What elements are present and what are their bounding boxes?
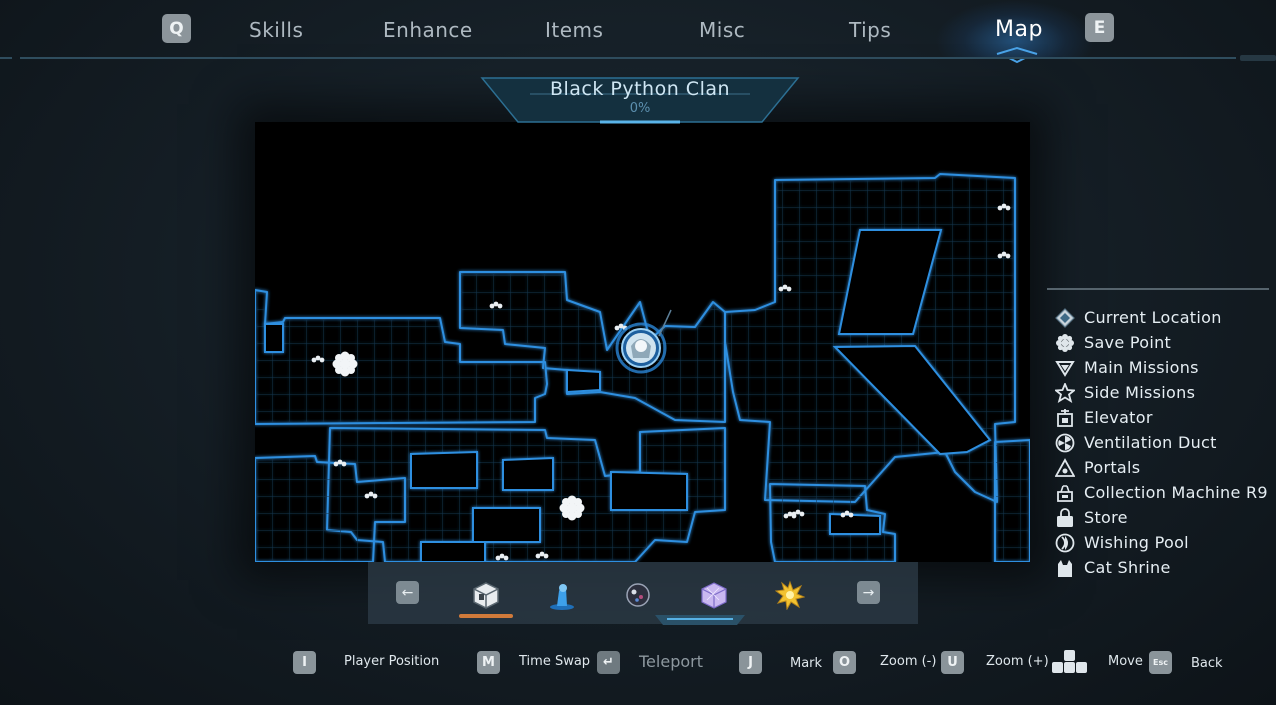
legend-item-side-missions: Side Missions (1054, 380, 1268, 405)
tab-enhance[interactable]: Enhance (383, 18, 473, 42)
top-divider (20, 57, 1236, 59)
item-slot-5[interactable] (773, 578, 807, 612)
top-divider-left (0, 57, 12, 59)
save-point-icon (1054, 332, 1076, 354)
collection-machine-icon (1054, 482, 1076, 504)
wasd-keys-icon[interactable] (1052, 650, 1088, 674)
teleport-label: Teleport (639, 652, 703, 671)
area-name: Black Python Clan (549, 78, 731, 100)
back-label: Back (1191, 656, 1223, 671)
legend-item-wishing-pool: Wishing Pool (1054, 530, 1268, 555)
legend-label: Main Missions (1084, 358, 1199, 377)
legend-item-main-missions: Main Missions (1054, 355, 1268, 380)
elevator-icon (1054, 407, 1076, 429)
crystal-cube-icon (701, 582, 727, 609)
tab-map[interactable]: Map (995, 17, 1043, 42)
legend-item-elevator: Elevator (1054, 405, 1268, 430)
legend-item-collection-machine: Collection Machine R9 (1054, 480, 1268, 505)
tab-tips[interactable]: Tips (849, 18, 892, 42)
side-missions-icon (1054, 382, 1076, 404)
portals-icon (1054, 457, 1076, 479)
legend-label: Wishing Pool (1084, 533, 1189, 552)
legend-item-ventilation-duct: Ventilation Duct (1054, 430, 1268, 455)
orb-icon (626, 583, 650, 607)
time-swap-label: Time Swap (519, 654, 591, 669)
area-banner (480, 77, 800, 124)
cube-box-icon (473, 582, 499, 609)
zoom-in-key[interactable]: U (941, 651, 964, 674)
legend-item-cat-shrine: Cat Shrine (1054, 555, 1268, 580)
current-location-icon (1054, 307, 1076, 329)
map-canvas (255, 173, 1030, 562)
enter-key-icon: ↵ (603, 655, 614, 670)
time-swap-key[interactable]: M (477, 651, 500, 674)
area-progress: 0% (629, 101, 651, 116)
golden-star-icon (775, 580, 805, 610)
legend-label: Elevator (1084, 408, 1153, 427)
store-icon (1054, 507, 1076, 529)
item-slot-4[interactable] (697, 578, 731, 612)
tab-next-key[interactable]: E (1085, 13, 1114, 42)
legend-label: Portals (1084, 458, 1141, 477)
legend-label: Ventilation Duct (1084, 433, 1217, 452)
player-position-key[interactable]: I (293, 651, 316, 674)
item-bar-tab (655, 615, 745, 625)
mark-label: Mark (790, 656, 823, 671)
blue-figure-icon (550, 584, 574, 610)
legend-label: Store (1084, 508, 1128, 527)
back-key[interactable]: Esc (1149, 651, 1172, 674)
wishing-pool-icon (1054, 532, 1076, 554)
player-position-label: Player Position (344, 654, 440, 669)
item-slot-2[interactable] (545, 578, 579, 612)
teleport-key[interactable]: ↵ (597, 651, 620, 674)
top-divider-right (1240, 55, 1276, 61)
mark-key[interactable]: J (739, 651, 762, 674)
tab-prev-key[interactable]: Q (162, 14, 191, 43)
legend-label: Cat Shrine (1084, 558, 1171, 577)
item-slot-3[interactable] (621, 578, 655, 612)
zoom-in-label: Zoom (+) (986, 654, 1049, 669)
legend-item-save-point: Save Point (1054, 330, 1268, 355)
item-next-button[interactable]: → (857, 581, 880, 604)
tab-skills[interactable]: Skills (249, 18, 304, 42)
legend-item-current-location: Current Location (1054, 305, 1268, 330)
arrow-right-icon: → (862, 584, 875, 601)
map-view[interactable] (255, 122, 1030, 562)
cat-shrine-icon (1054, 557, 1076, 579)
zoom-out-key[interactable]: O (833, 651, 856, 674)
tab-items[interactable]: Items (545, 18, 604, 42)
tab-bar: Q Skills Enhance Items Misc Tips Map E (0, 0, 1276, 64)
item-prev-button[interactable]: ← (396, 581, 419, 604)
ventilation-duct-icon (1054, 432, 1076, 454)
legend-item-portals: Portals (1054, 455, 1268, 480)
legend-label: Save Point (1084, 333, 1172, 352)
legend-divider (1047, 288, 1269, 290)
zoom-out-label: Zoom (-) (880, 654, 937, 669)
tab-misc[interactable]: Misc (699, 18, 746, 42)
arrow-left-icon: ← (401, 584, 414, 601)
legend-item-store: Store (1054, 505, 1268, 530)
legend-label: Current Location (1084, 308, 1222, 327)
legend-label: Collection Machine R9 (1084, 483, 1268, 502)
map-legend: Current Location Save Point Main Mission… (1054, 305, 1268, 580)
legend-label: Side Missions (1084, 383, 1196, 402)
main-missions-icon (1054, 357, 1076, 379)
item-slot-1[interactable] (459, 578, 513, 618)
move-label: Move (1108, 654, 1143, 669)
active-tab-indicator-icon (996, 46, 1038, 64)
